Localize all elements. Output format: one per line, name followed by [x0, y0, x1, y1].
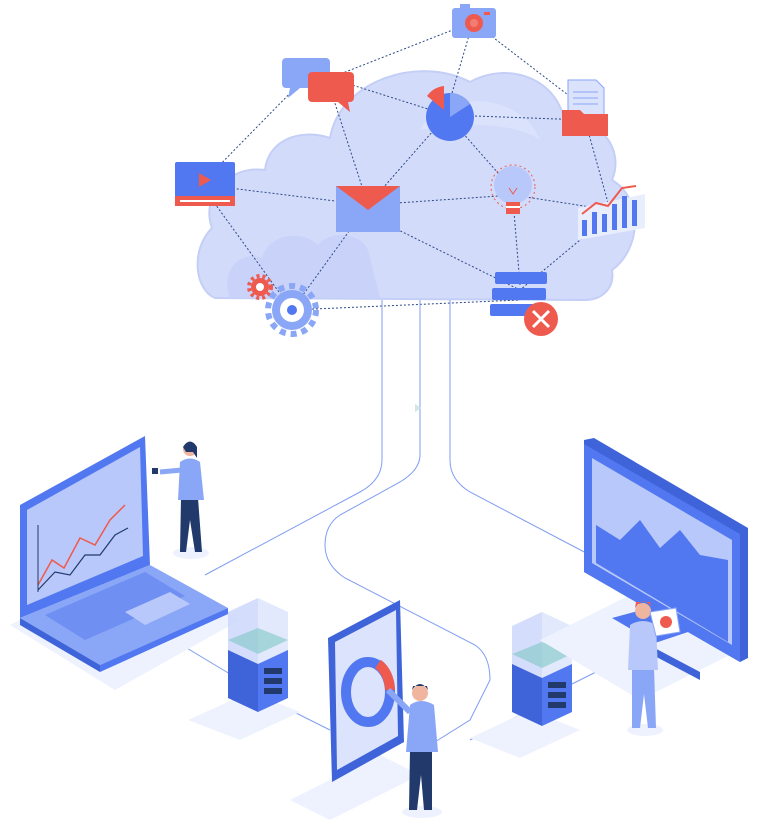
bar-chart-icon [578, 185, 645, 240]
lightbulb-icon [490, 164, 536, 214]
tablet-icon [290, 600, 420, 820]
chat-bubbles-icon [282, 58, 354, 112]
person-icon [152, 441, 209, 559]
person-icon [385, 684, 442, 818]
pie-chart-icon [426, 86, 474, 141]
laptop-icon [10, 436, 240, 690]
document-folder-icon [562, 79, 608, 136]
server-rack-icon [188, 598, 300, 740]
gear-icon [247, 274, 319, 337]
mail-envelope-icon [336, 186, 400, 232]
mini-arrow-icon [415, 404, 421, 412]
camera-icon [452, 4, 496, 38]
video-player-icon [175, 162, 235, 206]
tools-badge-icon [524, 302, 558, 336]
person-icon [627, 601, 681, 736]
